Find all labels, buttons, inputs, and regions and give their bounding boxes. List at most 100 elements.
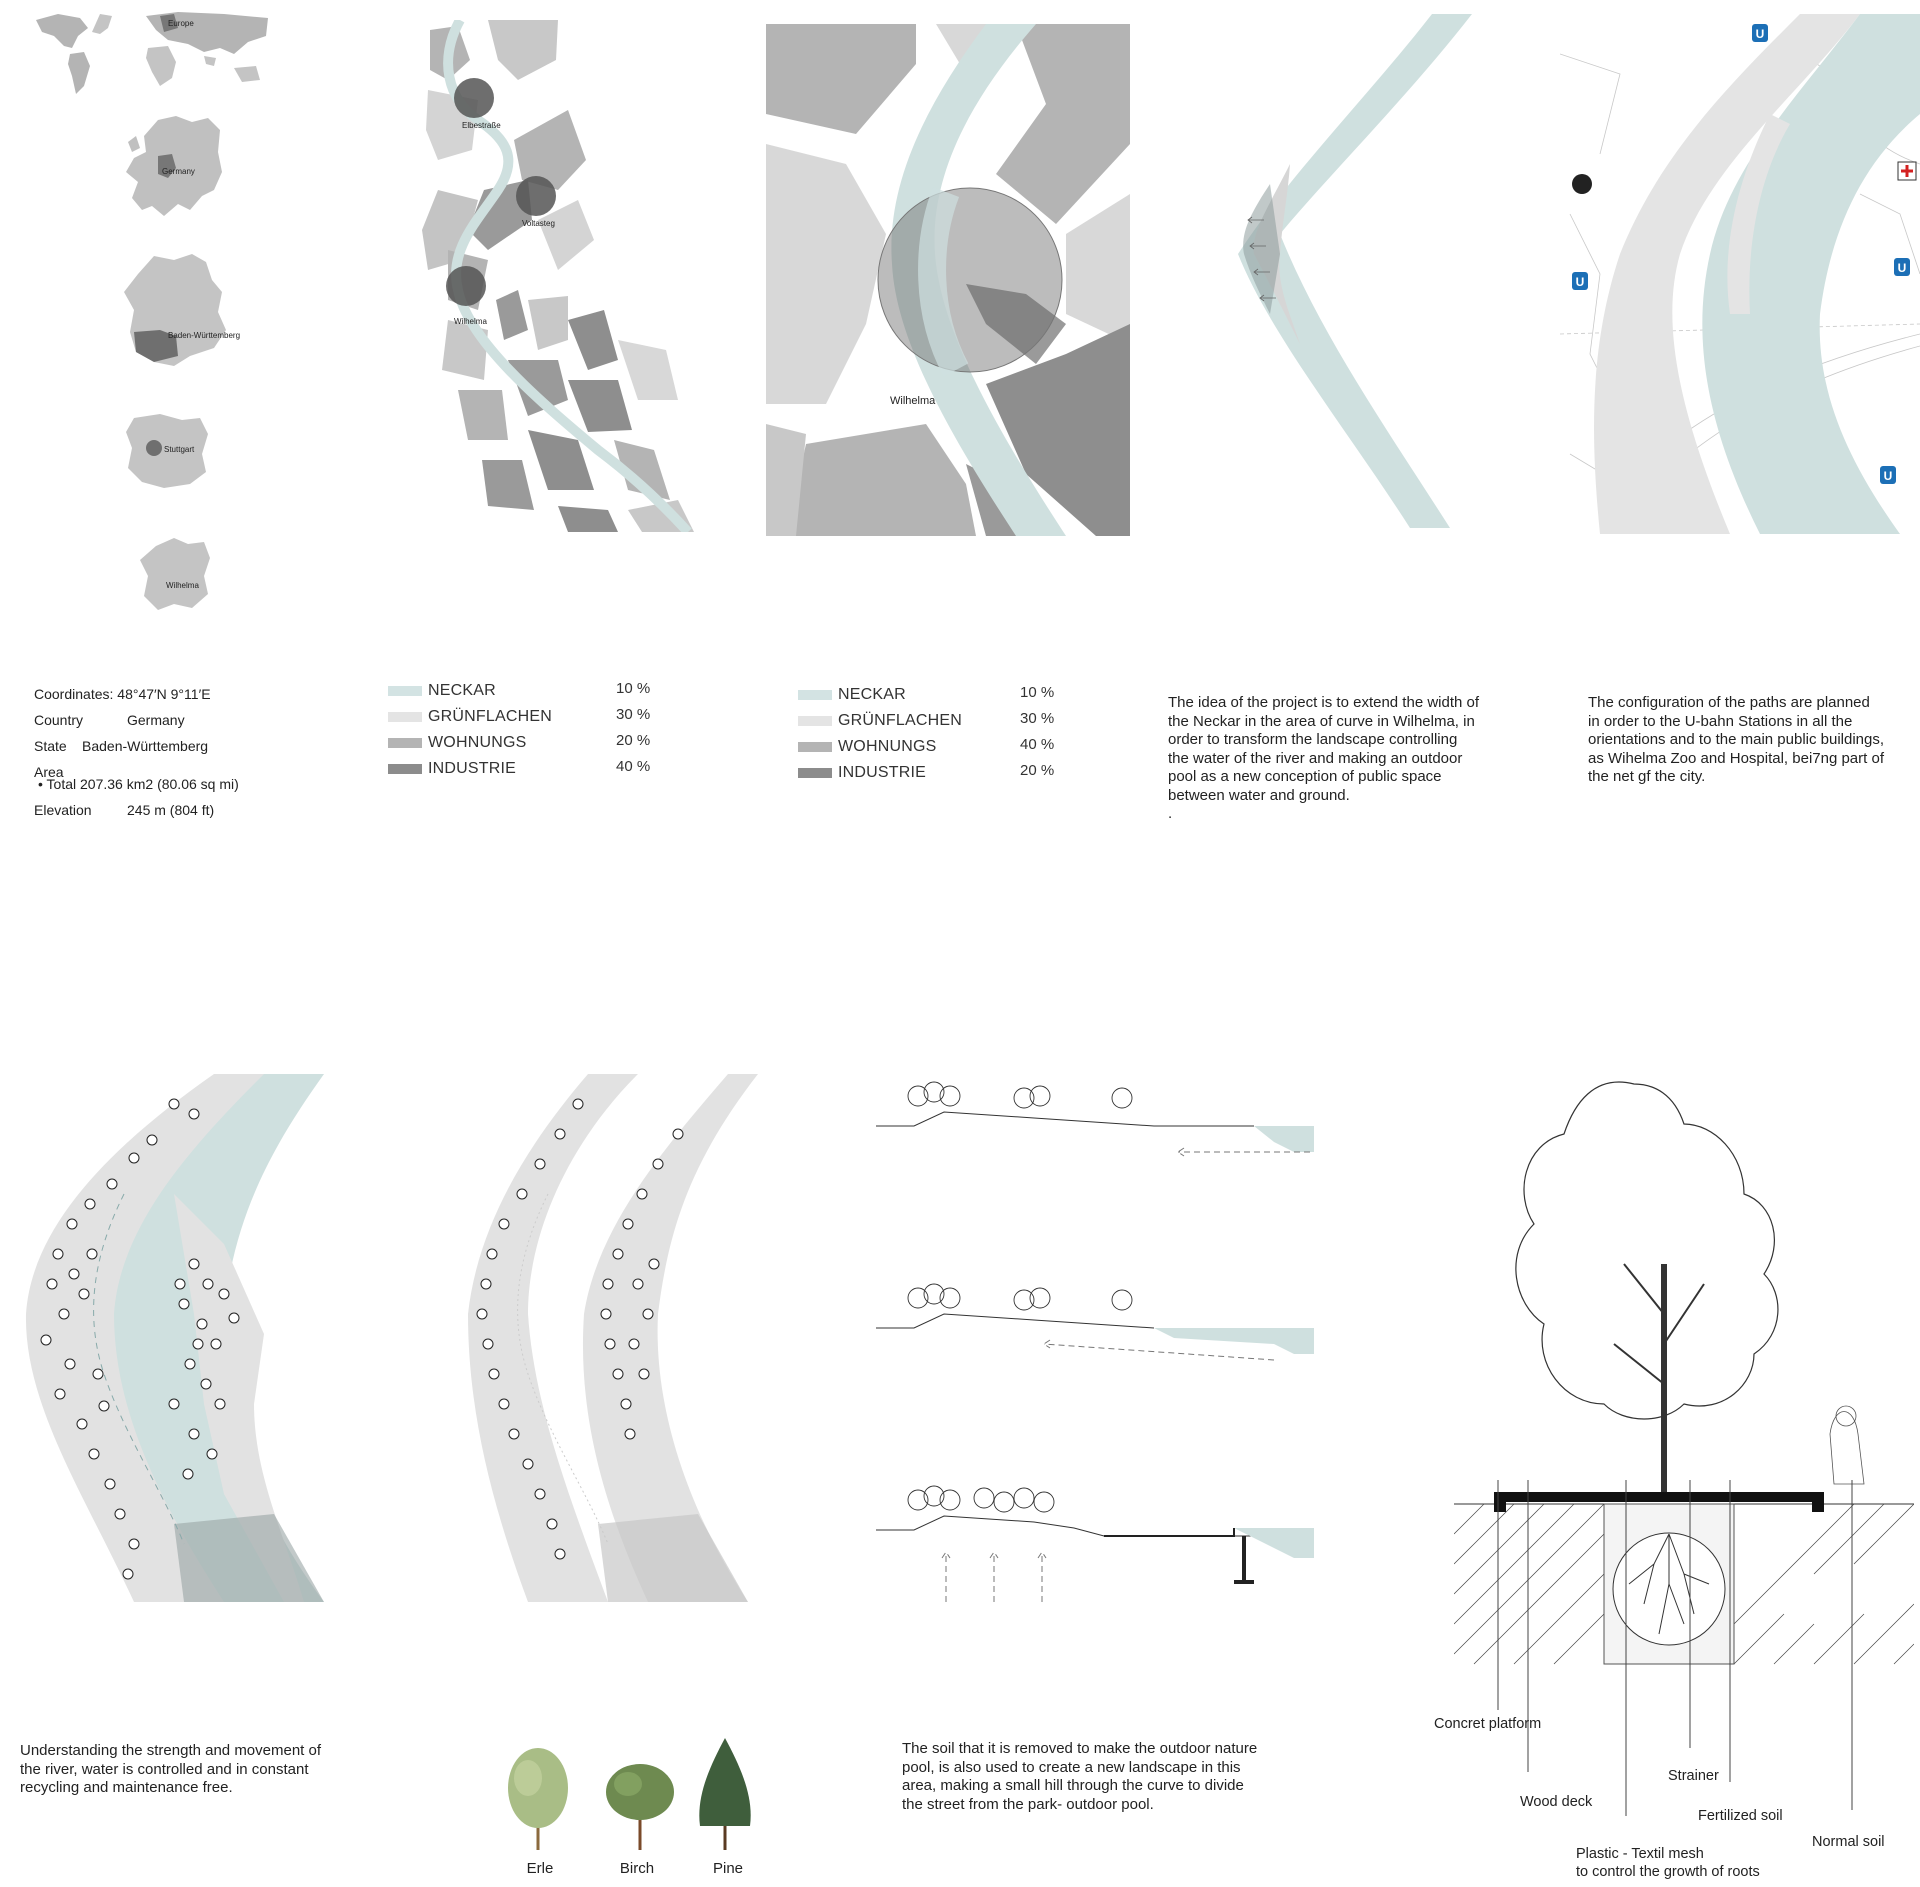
ubahn-marker: U	[1884, 469, 1893, 483]
understanding-line: the river, water is controlled and in co…	[20, 1760, 309, 1778]
coordinates-label: Coordinates:	[34, 686, 114, 702]
country-value: Germany	[127, 712, 185, 728]
pine-tree-image	[699, 1738, 751, 1850]
legend2-row: INDUSTRIE 20 %	[798, 762, 1098, 786]
legend1-row: INDUSTRIE 40 %	[388, 758, 688, 782]
locator-germany-map: Baden-Württemberg	[124, 254, 240, 366]
understanding-paragraph: Understanding the strength and movement …	[20, 1742, 360, 1798]
legend-pct: 40 %	[1020, 736, 1055, 753]
soil-line: The soil that it is removed to make the …	[902, 1740, 1258, 1757]
wilhelma-small-label: Wilhelma	[166, 581, 199, 590]
locator-europe-map: Germany	[126, 116, 222, 216]
wilhelma-zoom-map: Wilhelma	[766, 24, 1130, 536]
total-value: 207.36 km2 (80.06 sq mi)	[80, 776, 239, 792]
legend2-row: WOHNUNGS 40 %	[798, 736, 1098, 760]
legend1-row: NECKAR 10 %	[388, 680, 688, 704]
coordinates-value: 48°47′N 9°11′E	[117, 686, 211, 702]
area-label: Area	[34, 764, 64, 780]
legend-pct: 20 %	[616, 732, 651, 749]
river-tree-plan-1	[25, 1074, 325, 1602]
state-row: State	[34, 738, 67, 754]
legend-name: WOHNUNGS	[838, 738, 937, 755]
country-row: Country	[34, 712, 83, 728]
stuttgart-label: Stuttgart	[164, 445, 195, 454]
coordinates-row: Coordinates: 48°47′N 9°11′E	[34, 686, 211, 702]
idea-line: the water of the river and making an out…	[1168, 749, 1463, 767]
legend-swatch	[798, 690, 832, 700]
idea-paragraph: The idea of the project is to extend the…	[1168, 694, 1508, 824]
legend-swatch	[798, 742, 832, 752]
ubahn-marker: U	[1576, 275, 1585, 289]
concrete-platform	[1494, 1492, 1824, 1502]
total-label: • Total	[38, 776, 77, 792]
germany-label: Germany	[162, 167, 195, 176]
locator-bw-map: Stuttgart	[126, 414, 208, 488]
soil-paragraph: The soil that it is removed to make the …	[902, 1740, 1262, 1814]
bw-label: Baden-Württemberg	[168, 331, 240, 340]
neckar-district-map: Elbestraße Voltasteg Wilhelma	[422, 20, 694, 532]
legend1-row: GRÜNFLACHEN 30 %	[388, 706, 688, 730]
legend-swatch	[798, 768, 832, 778]
idea-line: order to transform the landscape control…	[1168, 731, 1458, 748]
configuration-line: in order to the U-bahn Stations in all t…	[1588, 712, 1853, 730]
legend-pct: 20 %	[1020, 762, 1055, 779]
birch-label: Birch	[619, 1860, 655, 1877]
legend-pct: 10 %	[616, 680, 651, 697]
idea-line: The idea of the project is to extend the…	[1168, 694, 1480, 711]
elevation-value: 245 m (804 ft)	[127, 802, 215, 818]
ubahn-marker: U	[1756, 27, 1765, 41]
total-row: • Total 207.36 km2 (80.06 sq mi)	[38, 776, 239, 792]
idea-line: .	[1168, 805, 1173, 822]
zoo-icon	[1572, 174, 1592, 194]
ubahn-station-icon	[1752, 24, 1768, 42]
configuration-paragraph: The configuration of the paths are plann…	[1588, 694, 1918, 787]
river-tree-plan-2	[468, 1074, 758, 1602]
ubahn-station-icon	[1572, 272, 1588, 290]
section-1	[876, 1081, 1314, 1157]
legend-pct: 40 %	[616, 758, 651, 775]
configuration-line: as Wihelma Zoo and Hospital, bei7ng part…	[1588, 749, 1884, 767]
legend-name: NECKAR	[428, 682, 496, 699]
locator-wilhelma-map: Wilhelma	[140, 538, 210, 610]
soil-line: area, making a small hill through the cu…	[902, 1777, 1244, 1794]
legend2-row: GRÜNFLACHEN 30 %	[798, 710, 1098, 734]
river-widening-diagram	[1238, 14, 1472, 528]
section-3	[876, 1485, 1314, 1602]
configuration-line: orientations and to the main public buil…	[1588, 731, 1885, 748]
configuration-line: The configuration of the paths are plann…	[1588, 694, 1870, 711]
understanding-line: recycling and maintenance free.	[20, 1779, 233, 1796]
legend2-row: NECKAR 10 %	[798, 684, 1098, 708]
legend-swatch	[388, 738, 422, 748]
understanding-line: Understanding the strength and movement …	[20, 1742, 322, 1759]
legend-pct: 30 %	[616, 706, 651, 723]
legend-name: GRÜNFLACHEN	[838, 712, 962, 729]
birch-tree-image	[606, 1764, 674, 1850]
legend-name: GRÜNFLACHEN	[428, 708, 552, 725]
elbestrasse-label: Elbestraße	[462, 121, 501, 130]
voltasteg-label: Voltasteg	[522, 219, 555, 228]
callout-lines	[1497, 1480, 1853, 1816]
state-label: State	[34, 738, 67, 754]
idea-line: the Neckar in the area of curve in Wilhe…	[1168, 712, 1475, 730]
legend-swatch	[388, 686, 422, 696]
europe-label: Europe	[168, 19, 194, 28]
wilhelma-label: Wilhelma	[454, 317, 487, 326]
country-label: Country	[34, 712, 84, 728]
plastic-mesh-label: Plastic - Textil mesh	[1576, 1846, 1704, 1862]
pine-label: Pine	[712, 1860, 744, 1877]
configuration-line: the net gf the city.	[1588, 768, 1706, 785]
legend1-row: WOHNUNGS 20 %	[388, 732, 688, 756]
ubahn-station-icon	[1894, 258, 1910, 276]
erle-tree-image	[508, 1748, 568, 1850]
erle-label: Erle	[526, 1860, 554, 1877]
strainer-label: Strainer	[1668, 1768, 1719, 1784]
legend-swatch	[388, 712, 422, 722]
legend-name: WOHNUNGS	[428, 734, 527, 751]
idea-line: pool as a new conception of public space	[1168, 768, 1442, 785]
legend-pct: 30 %	[1020, 710, 1055, 727]
legend-swatch	[388, 764, 422, 774]
plastic-mesh-label-2: to control the growth of roots	[1576, 1864, 1760, 1880]
ubahn-marker: U	[1898, 261, 1907, 275]
section-2	[876, 1283, 1314, 1361]
legend-pct: 10 %	[1020, 684, 1055, 701]
